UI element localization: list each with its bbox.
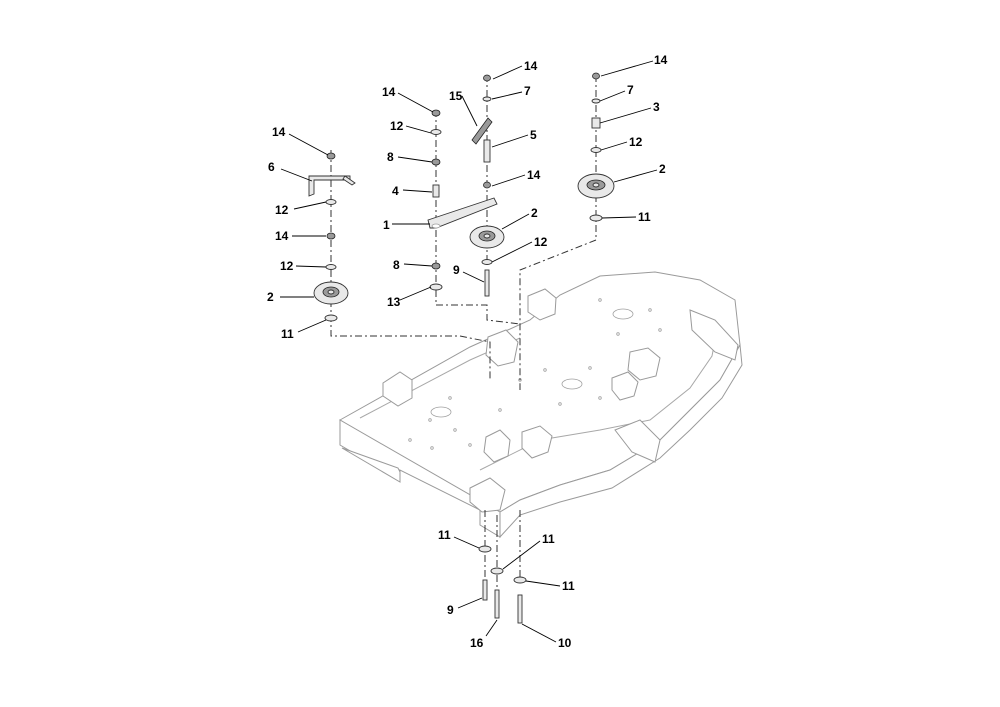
callout-16: 16 xyxy=(470,636,484,650)
idler-arm-1 xyxy=(427,197,498,229)
callout-12: 12 xyxy=(275,203,289,217)
callout-7: 7 xyxy=(524,84,531,98)
callout-6: 6 xyxy=(268,160,275,174)
callout-14: 14 xyxy=(654,53,668,67)
callout-9: 9 xyxy=(453,263,460,277)
callout-12: 12 xyxy=(629,135,643,149)
callout-14: 14 xyxy=(524,59,538,73)
mower-deck xyxy=(339,271,743,539)
callout-14: 14 xyxy=(272,125,286,139)
callout-15: 15 xyxy=(449,89,463,103)
bolt-9-upper xyxy=(484,269,490,297)
bolt-9-lower xyxy=(482,579,488,601)
callout-5: 5 xyxy=(530,128,537,142)
callout-3: 3 xyxy=(653,100,660,114)
callout-11: 11 xyxy=(542,532,555,546)
bolt-16 xyxy=(494,589,500,619)
callout-11: 11 xyxy=(281,327,294,341)
callout-1: 1 xyxy=(383,218,390,232)
callout-14: 14 xyxy=(275,229,289,243)
callout-10: 10 xyxy=(558,636,572,650)
callout-7: 7 xyxy=(627,83,634,97)
callout-2: 2 xyxy=(659,162,666,176)
callout-12: 12 xyxy=(280,259,294,273)
callout-14: 14 xyxy=(382,85,396,99)
callout-14: 14 xyxy=(527,168,541,182)
callout-2: 2 xyxy=(267,290,274,304)
callout-11: 11 xyxy=(438,528,451,542)
leader-lines xyxy=(280,60,658,643)
callout-4: 4 xyxy=(392,184,399,198)
bolt-10 xyxy=(517,594,523,624)
callout-8: 8 xyxy=(387,150,394,164)
callout-9: 9 xyxy=(447,603,454,617)
callouts: 14 6 12 14 12 2 11 14 12 8 4 1 8 13 15 1… xyxy=(267,53,668,650)
callout-12: 12 xyxy=(390,119,404,133)
callout-13: 13 xyxy=(387,295,401,309)
spring-15 xyxy=(471,117,493,145)
nut-14-left xyxy=(326,152,336,160)
callout-12: 12 xyxy=(534,235,548,249)
callout-8: 8 xyxy=(393,258,400,272)
parts xyxy=(308,72,615,624)
callout-2: 2 xyxy=(531,206,538,220)
callout-11: 11 xyxy=(638,210,651,224)
callout-11: 11 xyxy=(562,579,575,593)
